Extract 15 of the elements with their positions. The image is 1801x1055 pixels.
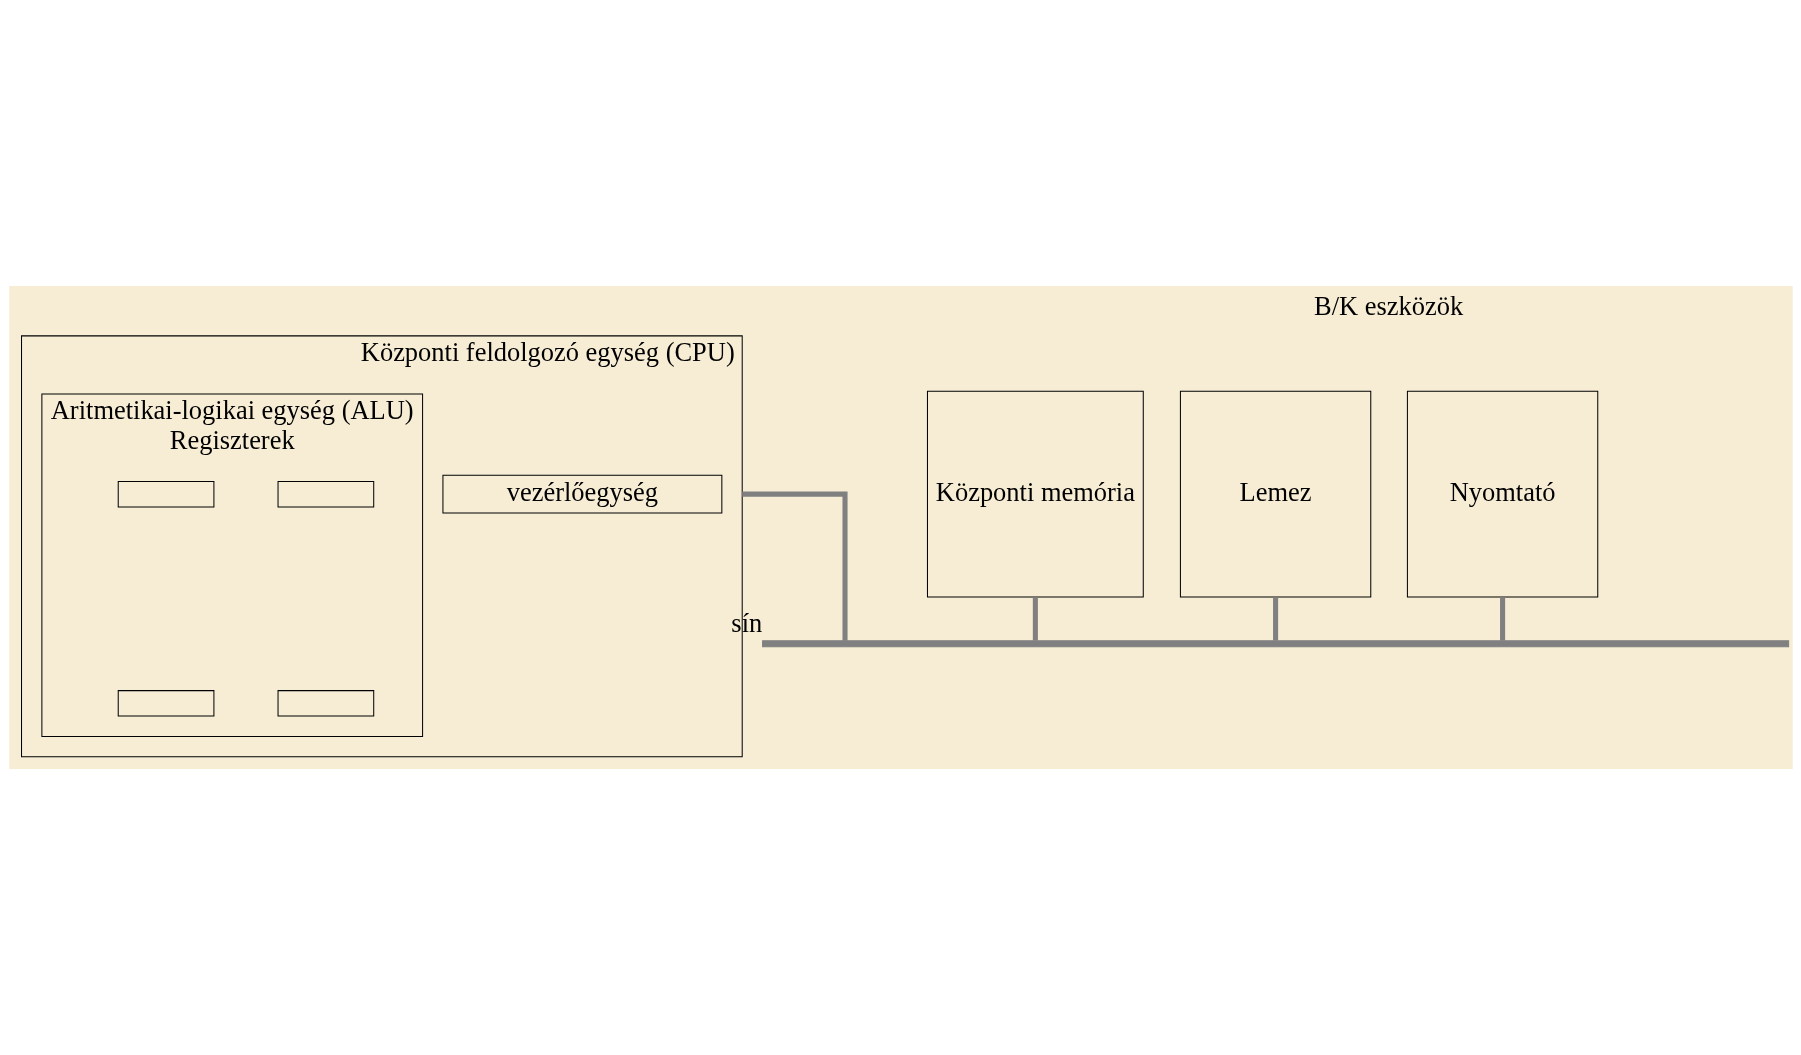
label: B/K eszközök bbox=[1313, 291, 1463, 322]
connector bbox=[1272, 597, 1278, 641]
node-box: Nyomtató bbox=[1406, 390, 1598, 598]
node-box bbox=[277, 690, 374, 717]
node-box bbox=[117, 480, 214, 508]
node-box: vezérlőegység bbox=[441, 474, 722, 514]
connector bbox=[1499, 597, 1505, 641]
node-box: Központi memória bbox=[926, 390, 1144, 598]
cluster: Aritmetikai-logikai egység (ALU) Regiszterek bbox=[40, 393, 423, 737]
connector bbox=[1032, 597, 1038, 641]
connector bbox=[741, 491, 848, 641]
node-box: Lemez bbox=[1179, 390, 1371, 598]
node-box bbox=[277, 480, 374, 508]
node-bar bbox=[761, 640, 1789, 648]
node-box bbox=[117, 690, 214, 717]
